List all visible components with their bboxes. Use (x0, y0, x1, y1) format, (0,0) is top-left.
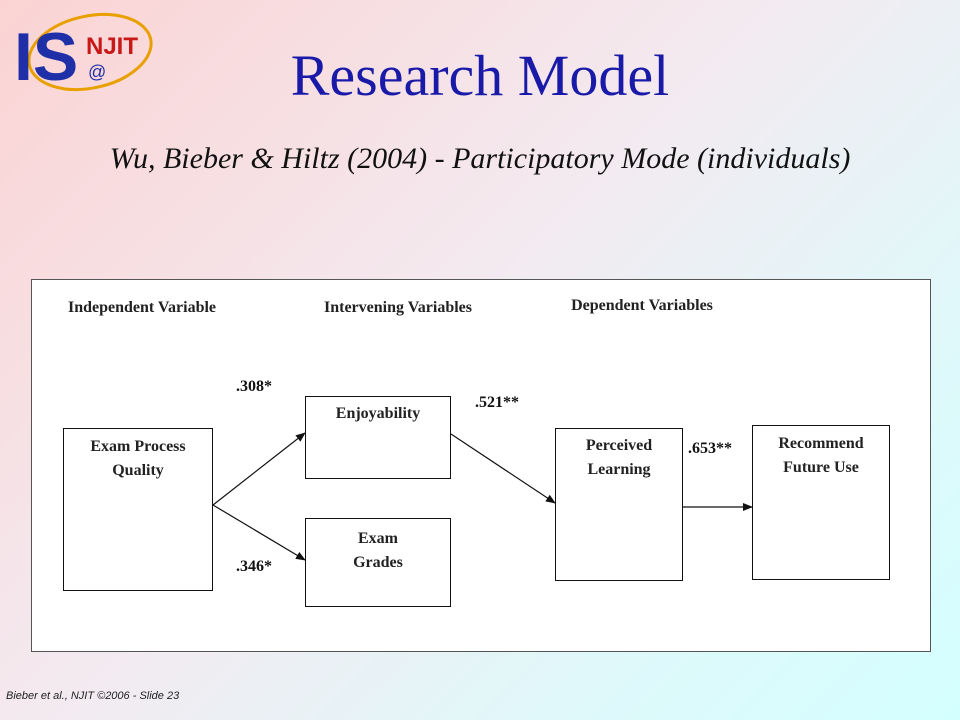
box-exam-process-quality: Exam Process Quality (63, 428, 213, 591)
box-perceived-learning-label: Perceived Learning (585, 437, 653, 478)
box-exam-grades-label: Exam Grades (353, 530, 403, 571)
coef-perceived-learning-to-recommend: .653** (688, 440, 732, 457)
box-enjoyability: Enjoyability (305, 396, 451, 479)
box-exam-process-quality-label: Exam Process Quality (90, 438, 186, 479)
slide-footer: Bieber et al., NJIT ©2006 - Slide 23 (6, 690, 180, 702)
header-intervening-variables: Intervening Variables (323, 299, 472, 316)
header-dependent-variables: Dependent Variables (571, 297, 713, 314)
box-exam-grades: Exam Grades (305, 518, 451, 607)
slide-subtitle: Wu, Bieber & Hiltz (2004) - Participator… (109, 142, 851, 175)
logo-is-text: IS (14, 19, 78, 95)
coef-epq-to-exam-grades: .346* (236, 558, 272, 575)
box-recommend-future-use-label: Recommend Future Use (778, 435, 864, 476)
header-independent-variable: Independent Variable (67, 299, 217, 316)
logo-njit-text: NJIT (86, 33, 138, 60)
box-perceived-learning: Perceived Learning (555, 428, 683, 581)
box-recommend-future-use: Recommend Future Use (752, 425, 890, 580)
coef-epq-to-enjoyability: .308* (236, 378, 272, 395)
is-njit-logo: IS NJIT @ (14, 13, 153, 95)
logo-at-text: @ (88, 62, 106, 82)
slide-title: Research Model (290, 43, 670, 108)
box-enjoyability-label: Enjoyability (335, 405, 421, 422)
coef-enjoyability-to-perceived-learning: .521** (475, 394, 519, 411)
